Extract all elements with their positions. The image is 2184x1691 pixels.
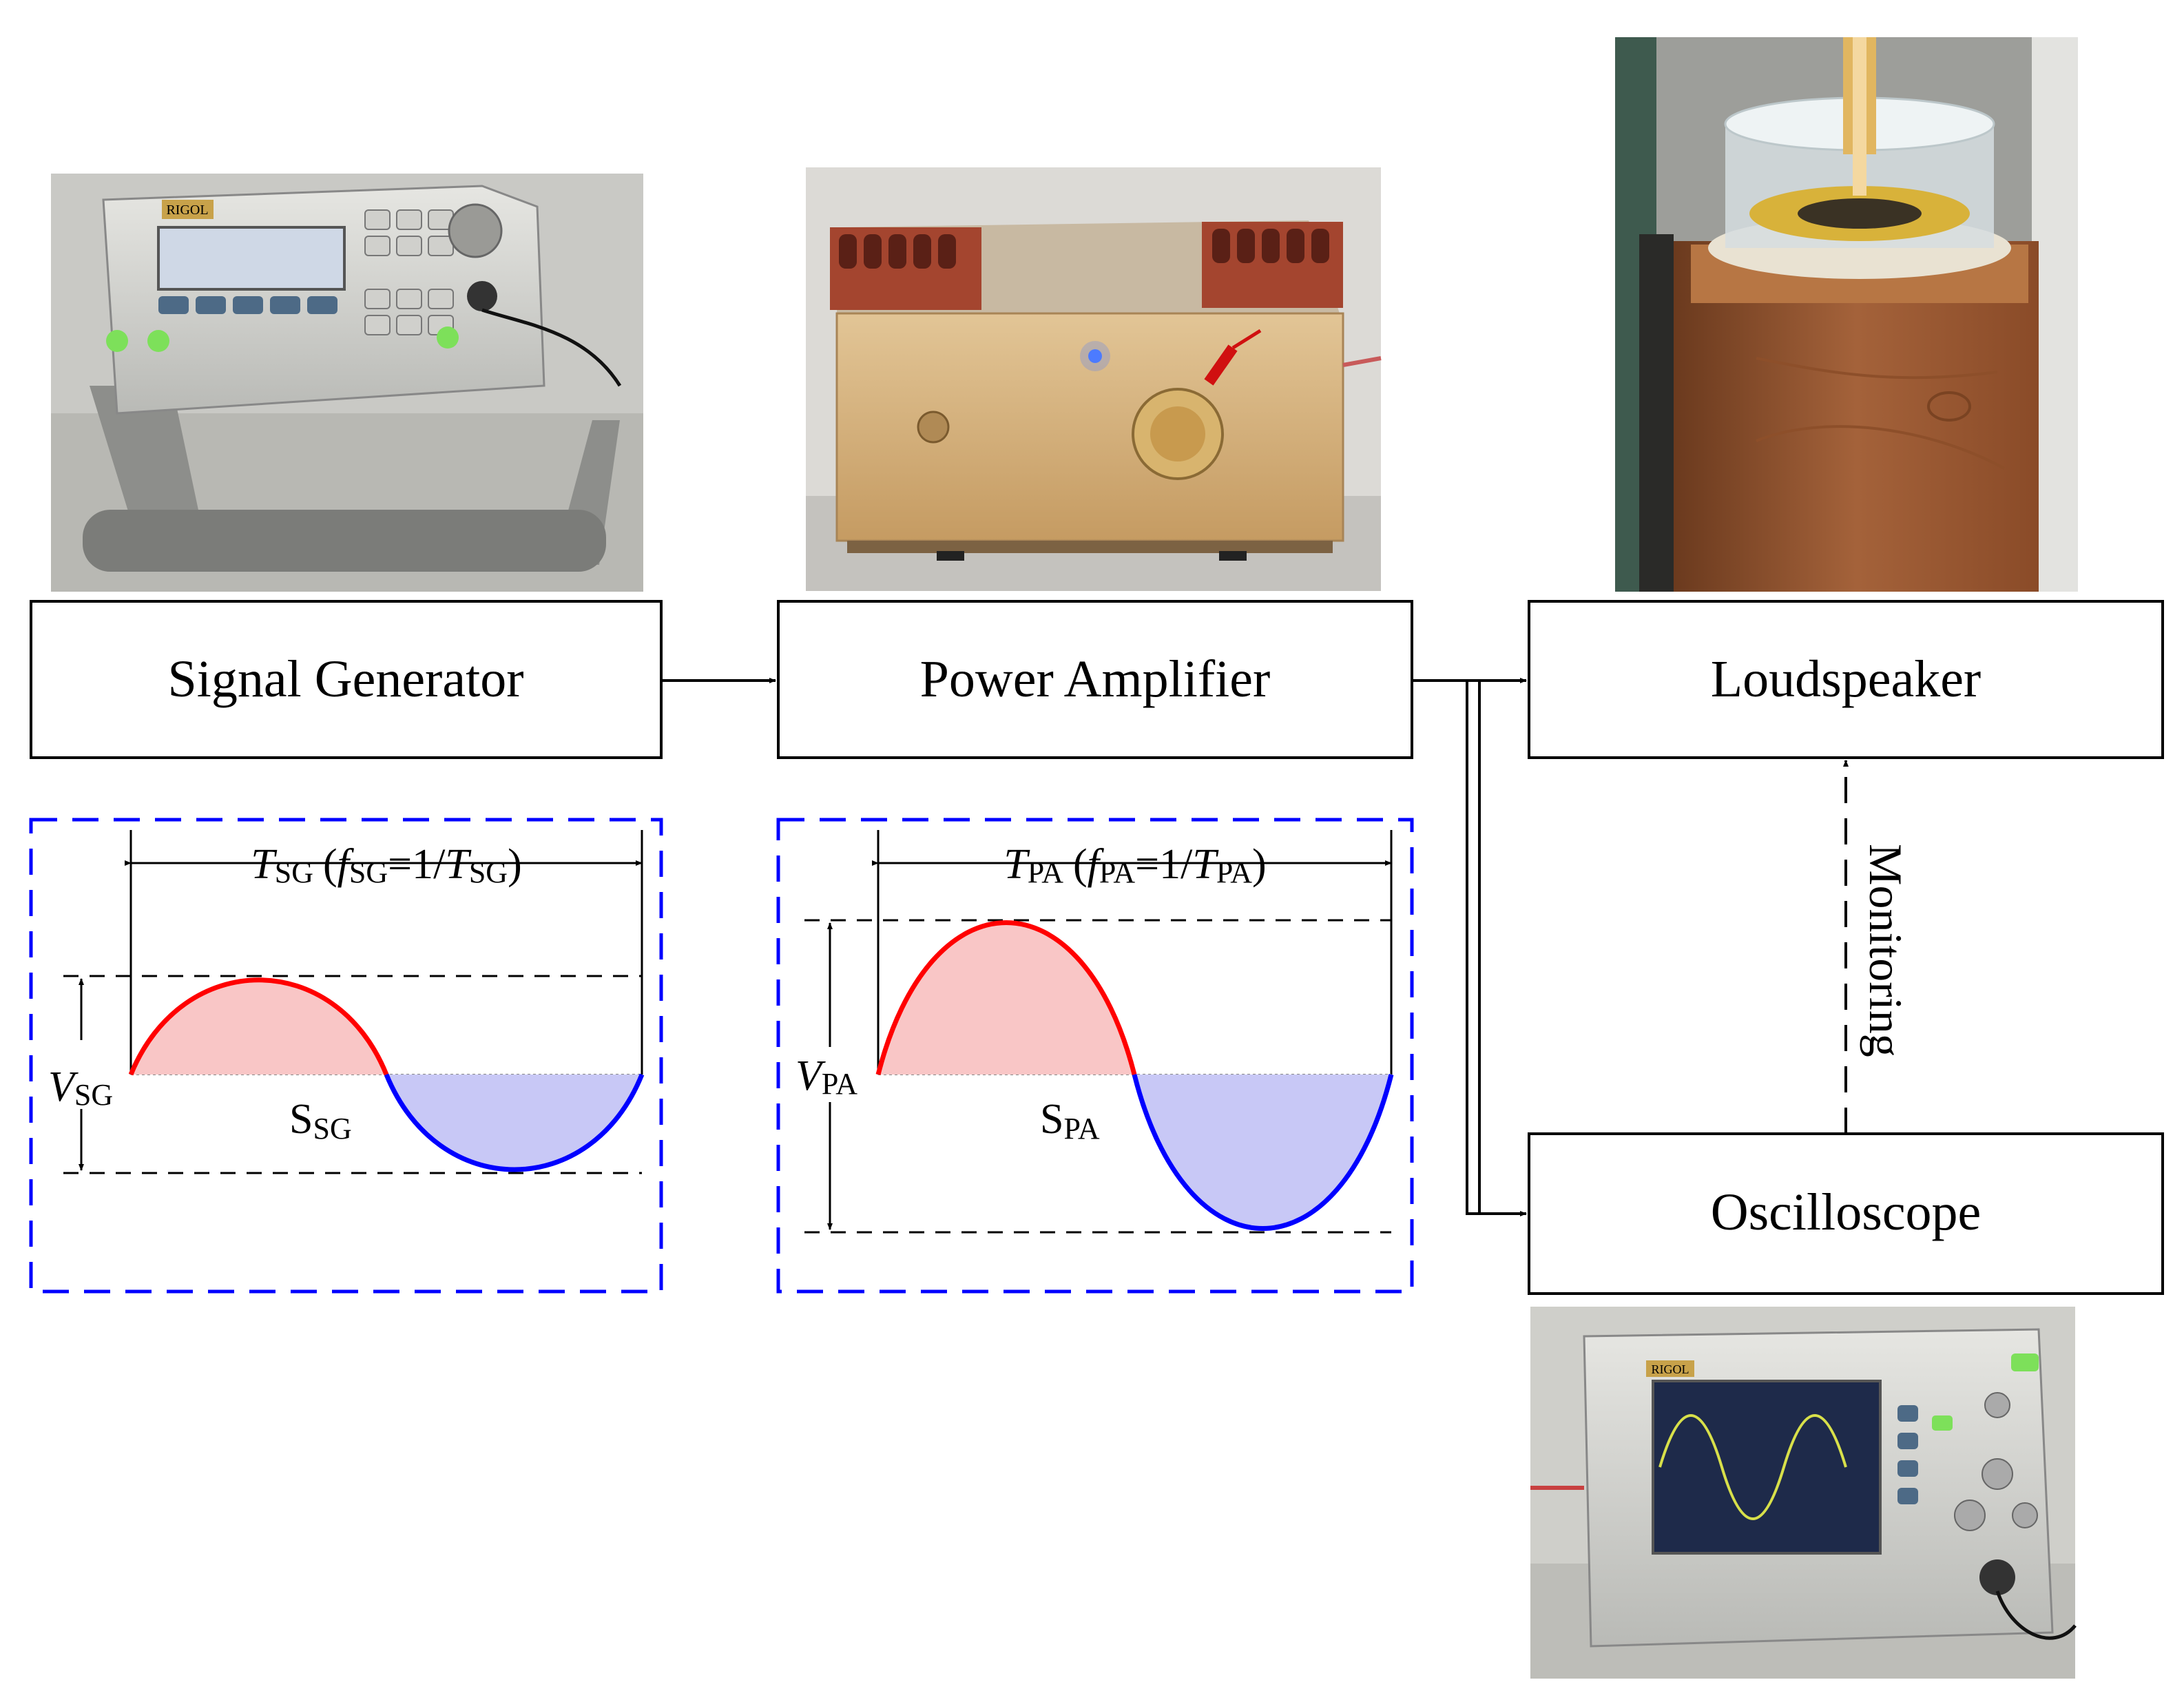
pa-negative-half-wave	[1132, 1074, 1394, 1231]
power-amplifier-photo	[806, 167, 1382, 591]
power-amplifier-block: Power Amplifier	[777, 600, 1413, 759]
sg-dashed-frame	[29, 818, 663, 1294]
pa-period-label: TPA(fPA=1/TPA)	[1003, 841, 1266, 889]
loudspeaker-label: Loudspeaker	[1711, 650, 1982, 708]
sg-waveform-panel: TSG(fSG=1/TSG) VSG SSG	[29, 818, 663, 1294]
oscilloscope-block: Oscilloscope	[1528, 1132, 2164, 1295]
sg-area-label: SSG	[289, 1096, 352, 1145]
sg-positive-area	[131, 979, 386, 1075]
oscilloscope-logo-badge	[1646, 1360, 1694, 1377]
pa-voltage-label: VPA	[795, 1052, 857, 1101]
signal-generator-photo: RIGOL	[51, 174, 643, 592]
sg-negative-half-wave	[384, 1073, 645, 1172]
arrow-amplifier-to-oscilloscope	[1466, 681, 1527, 1216]
loudspeaker-photo	[1615, 37, 2078, 592]
loudspeaker-block: Loudspeaker	[1528, 600, 2164, 759]
pa-negative-area	[1134, 1075, 1391, 1229]
sg-positive-half-wave	[128, 977, 389, 1076]
generator-brand-text: RIGOL	[166, 203, 208, 218]
generator-knob	[448, 203, 503, 258]
monitoring-label: Monitoring	[1860, 844, 1912, 1057]
signal-generator-block: Signal Generator	[30, 600, 663, 759]
sg-voltage-label: VSG	[48, 1064, 113, 1112]
signal-generator-label: Signal Generator	[167, 650, 523, 708]
pa-dashed-frame	[776, 818, 1414, 1294]
sg-period-label: TSG(fSG=1/TSG)	[251, 841, 521, 889]
oscilloscope-label: Oscilloscope	[1711, 1183, 1982, 1241]
pa-waveform-panel: TPA(fPA=1/TPA) VPA SPA	[776, 818, 1414, 1294]
pa-area-label: SPA	[1040, 1096, 1100, 1145]
pa-positive-area	[878, 922, 1134, 1075]
oscilloscope-brand-text: RIGOL	[1652, 1362, 1689, 1376]
generator-screen	[157, 226, 346, 291]
generator-logo-badge	[162, 200, 214, 219]
oscilloscope-photo: RIGOL	[1530, 1307, 2077, 1679]
pa-positive-half-wave	[875, 920, 1137, 1075]
oscilloscope-screen	[1652, 1380, 1882, 1555]
power-amplifier-label: Power Amplifier	[920, 650, 1271, 708]
sg-negative-area	[386, 1075, 642, 1170]
